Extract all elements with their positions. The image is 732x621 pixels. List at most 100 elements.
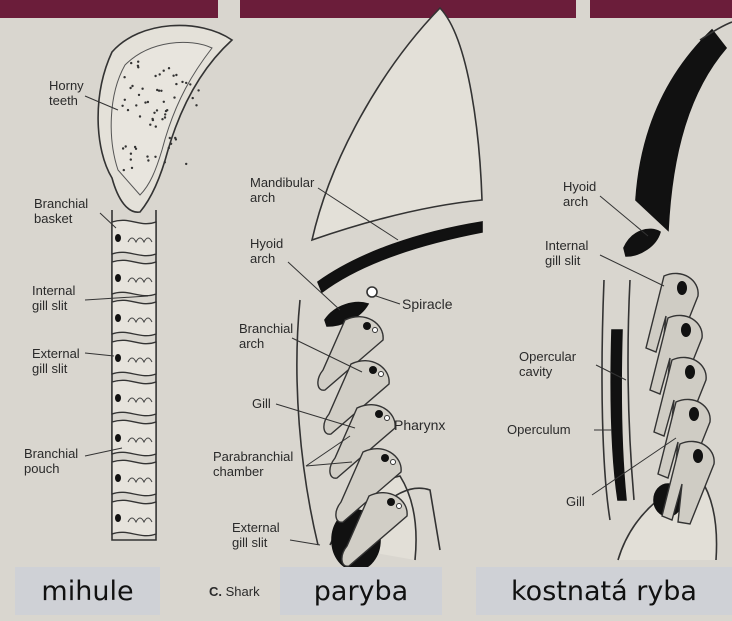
tooth-dot bbox=[185, 163, 187, 165]
tooth-dot bbox=[155, 125, 157, 127]
tooth-dot bbox=[134, 146, 136, 148]
tooth-dot bbox=[129, 87, 131, 89]
tooth-dot bbox=[154, 156, 156, 158]
tooth-dot bbox=[169, 137, 171, 139]
label-pharynx: Pharynx bbox=[394, 418, 445, 433]
leader-internal-gill-slit-lamprey bbox=[85, 296, 148, 300]
leader-spiracle bbox=[376, 296, 400, 304]
tooth-dot bbox=[175, 74, 177, 76]
panel-name: Shark bbox=[226, 584, 260, 599]
gill-opening bbox=[115, 474, 121, 482]
tooth-dot bbox=[144, 101, 146, 103]
tooth-dot bbox=[172, 75, 174, 77]
tooth-dot bbox=[139, 115, 141, 117]
leader-external-gill-slit-shark bbox=[290, 540, 320, 545]
label-hyoid-arch-shark: Hyoid arch bbox=[250, 236, 283, 266]
tooth-dot bbox=[166, 109, 168, 111]
tooth-dot bbox=[135, 104, 137, 106]
tooth-dot bbox=[138, 94, 140, 96]
shark-gill-vessel bbox=[387, 498, 395, 506]
tooth-dot bbox=[123, 76, 125, 78]
label-operculum: Operculum bbox=[507, 422, 571, 437]
label-branchial-pouch: Branchial pouch bbox=[24, 446, 78, 476]
bony-gill-vessel bbox=[681, 323, 691, 337]
tooth-dot bbox=[158, 90, 160, 92]
shark-gill-vessel bbox=[375, 410, 383, 418]
tooth-dot bbox=[159, 73, 161, 75]
caption-lamprey: mihule bbox=[15, 567, 160, 615]
shark-drawing bbox=[297, 8, 482, 570]
label-gill-bony: Gill bbox=[566, 494, 585, 509]
shark-outer-margin bbox=[297, 300, 318, 545]
tooth-dot bbox=[130, 62, 132, 64]
shark-gill-vessel bbox=[373, 328, 378, 333]
gill-opening bbox=[115, 394, 121, 402]
lamprey-pouches bbox=[112, 220, 156, 535]
leader-hyoid-arch-shark bbox=[288, 262, 340, 310]
bony-gill-vessel bbox=[693, 449, 703, 463]
bony-gill-vessel bbox=[685, 365, 695, 379]
leader-internal-gill-slit-bony bbox=[600, 255, 664, 286]
tooth-dot bbox=[163, 70, 165, 72]
tooth-dot bbox=[175, 83, 177, 85]
tooth-dot bbox=[151, 118, 153, 120]
shark-gill-vessel bbox=[381, 454, 389, 462]
gill-opening bbox=[115, 234, 121, 242]
panel-tag-shark: C. Shark bbox=[209, 584, 260, 599]
shark-gill-vessel bbox=[379, 372, 384, 377]
bony-fish-operculum-bone bbox=[611, 330, 626, 500]
tooth-dot bbox=[160, 90, 162, 92]
gill-opening bbox=[115, 434, 121, 442]
tooth-dot bbox=[122, 147, 124, 149]
label-opercular-cavity: Opercular cavity bbox=[519, 349, 576, 379]
gill-opening bbox=[115, 354, 121, 362]
tooth-dot bbox=[164, 116, 166, 118]
bony-fish-skull bbox=[636, 30, 726, 230]
label-external-gill-slit-lamprey: External gill slit bbox=[32, 346, 80, 376]
shark-snout bbox=[312, 8, 482, 240]
tooth-dot bbox=[147, 159, 149, 161]
tooth-dot bbox=[131, 167, 133, 169]
panel-letter: C. bbox=[209, 584, 222, 599]
tooth-dot bbox=[141, 88, 143, 90]
tooth-dot bbox=[174, 137, 176, 139]
tooth-dot bbox=[168, 67, 170, 69]
tooth-dot bbox=[161, 118, 163, 120]
tooth-dot bbox=[163, 101, 165, 103]
label-hyoid-arch-bony: Hyoid arch bbox=[563, 179, 596, 209]
shark-gill-vessel bbox=[397, 504, 402, 509]
tooth-dot bbox=[147, 101, 149, 103]
label-internal-gill-slit-lamprey: Internal gill slit bbox=[32, 283, 75, 313]
tooth-dot bbox=[156, 109, 158, 111]
shark-mandibular-arch bbox=[318, 222, 482, 292]
leader-branchial-basket bbox=[100, 213, 116, 228]
caption-bony-fish: kostnatá ryba bbox=[476, 567, 732, 615]
tooth-dot bbox=[164, 161, 166, 163]
bony-fish-gill-arches bbox=[646, 273, 714, 524]
shark-spiracle-hole bbox=[367, 287, 377, 297]
label-internal-gill-slit-bony: Internal gill slit bbox=[545, 238, 588, 268]
label-branchial-arch: Branchial arch bbox=[239, 321, 293, 351]
shark-gill-vessel bbox=[369, 366, 377, 374]
shark-gill-vessel bbox=[391, 460, 396, 465]
bony-gill-vessel bbox=[677, 281, 687, 295]
label-external-gill-slit-shark: External gill slit bbox=[232, 520, 280, 550]
tooth-dot bbox=[173, 96, 175, 98]
tooth-dot bbox=[130, 158, 132, 160]
tooth-dot bbox=[146, 155, 148, 157]
tooth-dot bbox=[137, 65, 139, 67]
tooth-dot bbox=[164, 113, 166, 115]
label-branchial-basket: Branchial basket bbox=[34, 196, 88, 226]
tooth-dot bbox=[137, 61, 139, 63]
tooth-dot bbox=[125, 145, 127, 147]
tooth-dot bbox=[195, 104, 197, 106]
tooth-dot bbox=[121, 105, 123, 107]
label-gill-shark: Gill bbox=[252, 396, 271, 411]
tooth-dot bbox=[124, 99, 126, 101]
gill-opening bbox=[115, 274, 121, 282]
tooth-dot bbox=[170, 143, 172, 145]
label-mandibular-arch: Mandibular arch bbox=[250, 175, 314, 205]
tooth-dot bbox=[185, 82, 187, 84]
bony-gill-vessel bbox=[689, 407, 699, 421]
